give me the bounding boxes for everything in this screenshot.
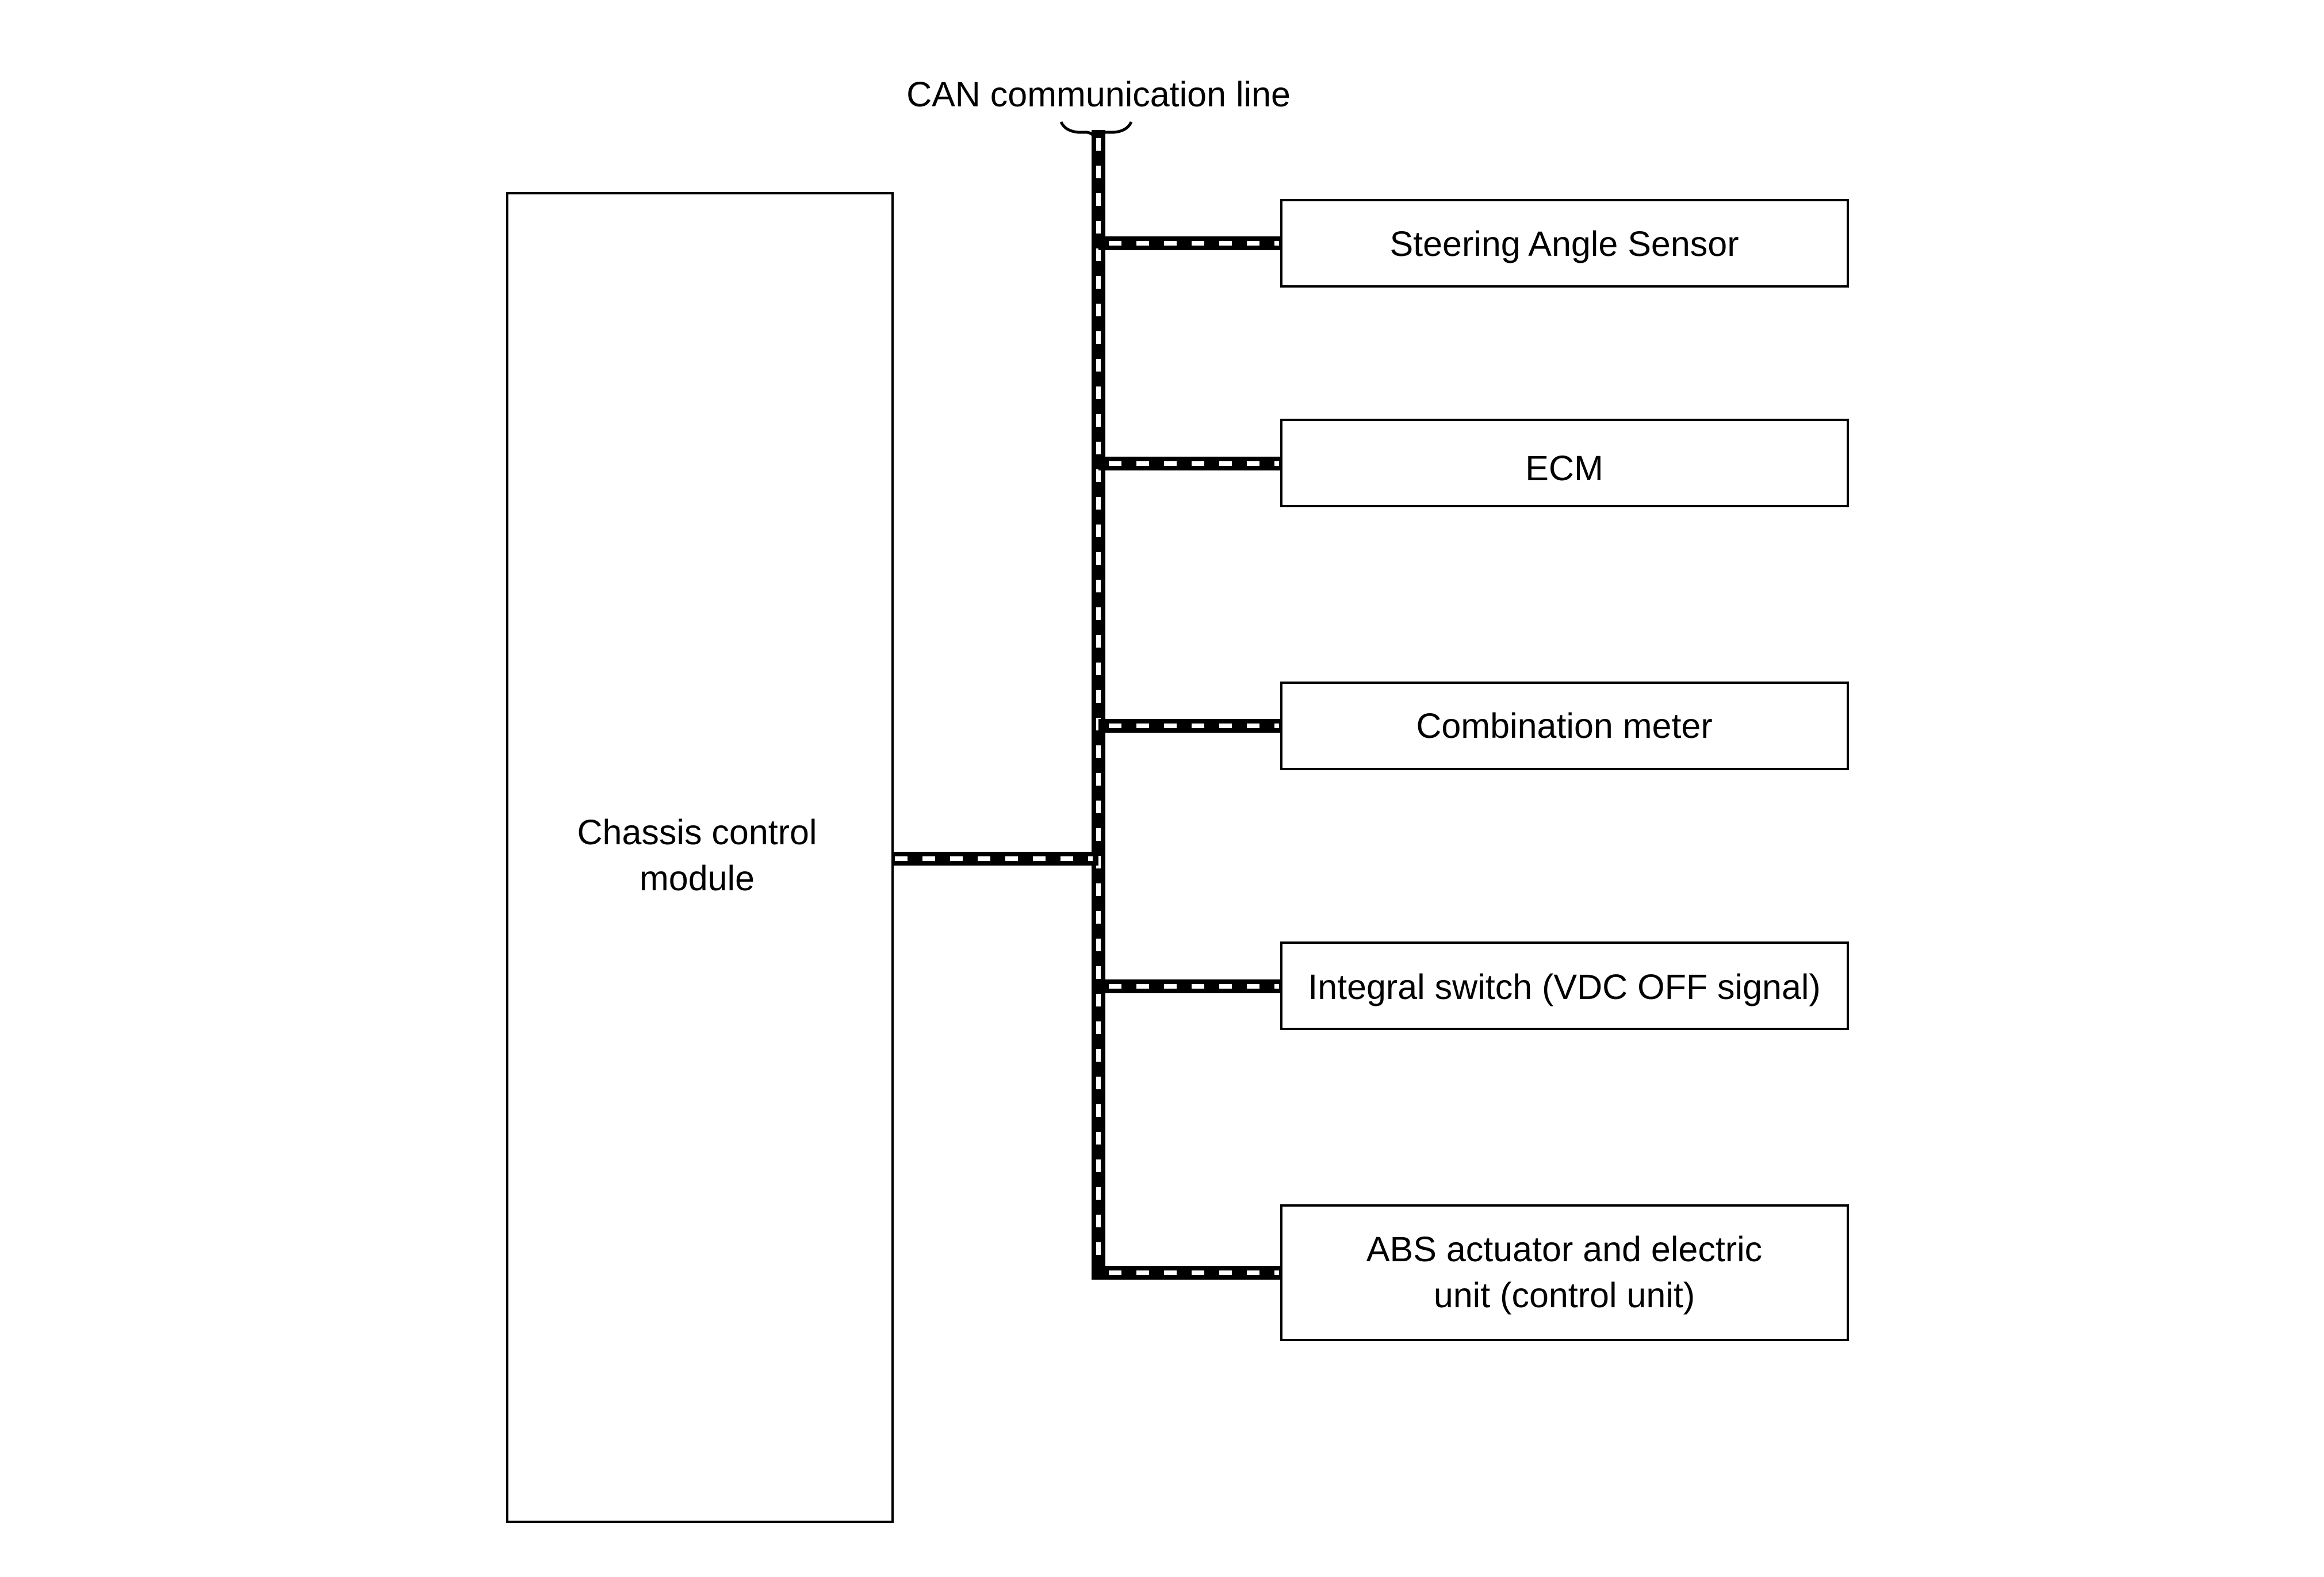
unit-combination-meter: Combination meter xyxy=(1280,682,1849,770)
unit-box xyxy=(1280,941,1849,1030)
chassis-module-label-line1: Chassis control xyxy=(577,813,817,852)
unit-box xyxy=(1280,682,1849,770)
unit-steering-angle-sensor: Steering Angle Sensor xyxy=(1280,199,1849,288)
chassis-control-module: Chassis control module xyxy=(506,192,894,1523)
unit-label: Combination meter xyxy=(1416,706,1712,745)
unit-label: Steering Angle Sensor xyxy=(1389,224,1739,263)
unit-box xyxy=(1280,419,1849,507)
chassis-control-module-box xyxy=(506,192,894,1523)
unit-ecm: ECM xyxy=(1280,419,1849,507)
unit-label-line2: unit (control unit) xyxy=(1434,1276,1695,1315)
unit-label-line1: ABS actuator and electric xyxy=(1366,1230,1762,1269)
can-bus xyxy=(893,130,1281,1280)
unit-integral-switch: Integral switch (VDC OFF signal) xyxy=(1280,941,1849,1030)
unit-box xyxy=(1280,199,1849,288)
can-line-label: CAN communication line xyxy=(906,75,1291,114)
unit-abs-actuator: ABS actuator and electric unit (control … xyxy=(1280,1204,1849,1341)
unit-label: Integral switch (VDC OFF signal) xyxy=(1308,967,1821,1006)
unit-label: ECM xyxy=(1525,449,1603,488)
chassis-module-label-line2: module xyxy=(640,859,755,898)
unit-box xyxy=(1280,1204,1849,1341)
